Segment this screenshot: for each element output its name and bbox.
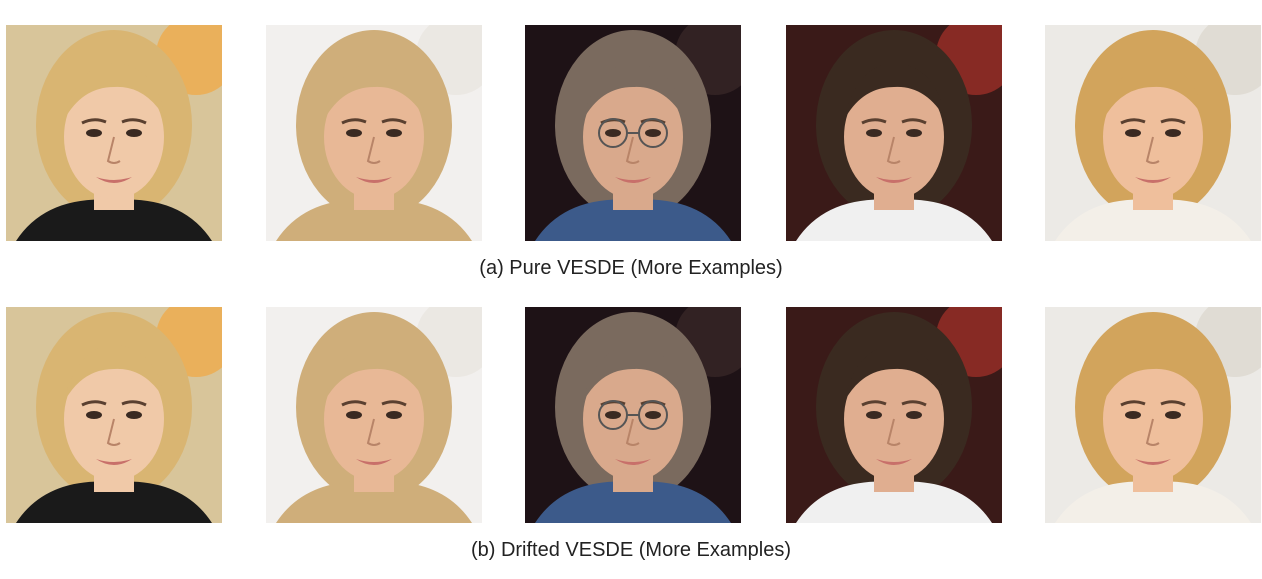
left-eye: [346, 129, 362, 137]
hair-fringe: [583, 63, 685, 120]
face-sample: [1045, 25, 1261, 241]
right-eye: [126, 411, 142, 419]
right-brow: [1160, 400, 1186, 407]
shoulders: [535, 481, 731, 523]
face-sample: [6, 307, 222, 523]
hair-fringe: [324, 345, 426, 402]
left-brow: [341, 400, 367, 407]
mouth: [96, 177, 132, 183]
nose: [625, 136, 640, 164]
right-eye: [386, 129, 402, 137]
right-brow: [121, 400, 147, 407]
face-sample: [6, 25, 222, 241]
row-pure-vesde: [0, 25, 1262, 241]
left-brow: [861, 118, 887, 125]
face-sample: [266, 307, 482, 523]
right-eye: [126, 129, 142, 137]
right-eye: [1165, 411, 1181, 419]
left-brow: [861, 400, 887, 407]
face-sample: [525, 307, 741, 523]
left-eye: [1125, 129, 1141, 137]
nose: [625, 418, 640, 446]
shoulders: [16, 199, 212, 241]
right-brow: [901, 118, 927, 125]
shoulders: [276, 481, 472, 523]
face-sample: [786, 25, 1002, 241]
nose: [886, 136, 901, 164]
shoulders: [276, 199, 472, 241]
hair-fringe: [844, 345, 946, 402]
mouth: [876, 459, 912, 465]
caption-a: (a) Pure VESDE (More Examples): [479, 257, 783, 279]
nose: [1145, 136, 1160, 164]
hair-fringe: [64, 63, 166, 120]
left-brow: [1120, 118, 1146, 125]
left-eye: [86, 411, 102, 419]
row-drifted-vesde: [0, 307, 1262, 523]
hair-fringe: [1103, 63, 1205, 120]
face-sample: [266, 25, 482, 241]
mouth: [1135, 459, 1171, 465]
right-eye: [1165, 129, 1181, 137]
right-brow: [381, 400, 407, 407]
hair-fringe: [583, 345, 685, 402]
left-eye: [1125, 411, 1141, 419]
mouth: [96, 459, 132, 465]
left-brow: [1120, 400, 1146, 407]
right-brow: [381, 118, 407, 125]
right-eye: [645, 129, 661, 137]
hair-fringe: [324, 63, 426, 120]
right-eye: [386, 411, 402, 419]
face-sample: [786, 307, 1002, 523]
nose: [366, 418, 381, 446]
right-eye: [906, 411, 922, 419]
face-sample: [1045, 307, 1261, 523]
nose: [106, 418, 121, 446]
hair-fringe: [844, 63, 946, 120]
left-eye: [346, 411, 362, 419]
shoulders: [535, 199, 731, 241]
nose: [1145, 418, 1160, 446]
left-eye: [866, 411, 882, 419]
right-eye: [906, 129, 922, 137]
hair-fringe: [64, 345, 166, 402]
left-brow: [341, 118, 367, 125]
right-eye: [645, 411, 661, 419]
mouth: [1135, 177, 1171, 183]
left-eye: [605, 129, 621, 137]
left-eye: [866, 129, 882, 137]
right-brow: [1160, 118, 1186, 125]
face-sample: [525, 25, 741, 241]
mouth: [615, 177, 651, 183]
shoulders: [1055, 199, 1251, 241]
nose: [106, 136, 121, 164]
caption-b: (b) Drifted VESDE (More Examples): [470, 539, 792, 561]
mouth: [356, 459, 392, 465]
shoulders: [16, 481, 212, 523]
mouth: [876, 177, 912, 183]
mouth: [615, 459, 651, 465]
right-brow: [901, 400, 927, 407]
left-brow: [81, 118, 107, 125]
left-eye: [605, 411, 621, 419]
mouth: [356, 177, 392, 183]
left-brow: [81, 400, 107, 407]
right-brow: [121, 118, 147, 125]
shoulders: [796, 199, 992, 241]
left-eye: [86, 129, 102, 137]
shoulders: [1055, 481, 1251, 523]
shoulders: [796, 481, 992, 523]
nose: [366, 136, 381, 164]
nose: [886, 418, 901, 446]
hair-fringe: [1103, 345, 1205, 402]
